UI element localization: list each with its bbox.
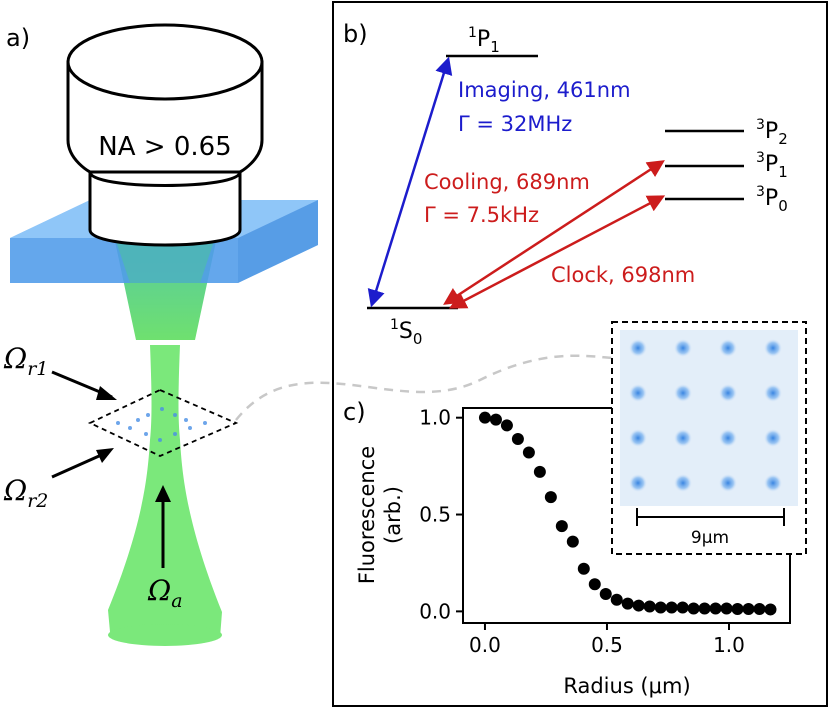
data-series: [478, 411, 777, 616]
y-axis-label-line1: Fluorescence: [355, 446, 379, 584]
label-3P0: 3P0: [756, 184, 788, 215]
objective-lens: [66, 23, 264, 247]
clock-transition-arrow: [448, 195, 666, 309]
data-point: [753, 603, 766, 616]
inset-spot: [760, 335, 786, 361]
y-tick-label: 0.5: [419, 503, 451, 527]
panel-c: c) 0.0 0.5 1.0 0.0 0.5 1.0 Radius (μm) Fluore…: [343, 321, 807, 698]
inset-frame: [611, 321, 807, 555]
inset-spot: [715, 425, 741, 451]
atom-plane: [87, 389, 239, 457]
inset-spot: [625, 425, 651, 451]
omega-r2-label: Ωr2: [3, 474, 48, 512]
data-point: [687, 602, 700, 615]
cooling-name: Cooling, 689nm: [424, 170, 590, 194]
data-point: [533, 465, 546, 478]
data-point: [709, 602, 722, 615]
x-axis-label: Radius (μm): [563, 674, 690, 698]
inset-spot: [625, 380, 651, 406]
data-point: [720, 602, 733, 615]
inset-spot: [625, 335, 651, 361]
data-point: [577, 562, 590, 575]
data-point: [588, 578, 601, 591]
y-axis-label-line2: (arb.): [381, 486, 405, 544]
panel-c-label: c): [343, 398, 366, 426]
data-point: [665, 601, 678, 614]
data-point: [742, 603, 755, 616]
inset-spot: [715, 470, 741, 496]
inset-image: 9μm: [611, 321, 807, 555]
data-point: [654, 601, 667, 614]
inset-spot: [670, 470, 696, 496]
data-point: [566, 535, 579, 548]
data-point: [632, 599, 645, 612]
label-3P2: 3P2: [756, 117, 788, 148]
x-tick-label: 1.0: [713, 633, 745, 657]
label-1P1: 1P1: [468, 25, 500, 56]
panel-b: b) 1P1 1S0 3P2 3P1 3P0 Imaging, 461nm Γ …: [343, 20, 788, 348]
inset-spot: [715, 380, 741, 406]
axis-ticks: 0.0 0.5 1.0 0.0 0.5 1.0: [419, 406, 745, 657]
label-1S0: 1S0: [390, 317, 422, 348]
y-tick-label: 1.0: [419, 406, 451, 430]
x-tick-label: 0.0: [469, 633, 501, 657]
data-point: [621, 597, 634, 610]
beam-end: [108, 624, 222, 646]
omega-r2-arrow: [51, 450, 109, 479]
cooling-gamma: Γ = 7.5kHz: [424, 203, 539, 227]
imaging-transition-arrow: [367, 56, 453, 308]
imaging-gamma: Γ = 32MHz: [458, 112, 572, 136]
panel-a-label: a): [6, 24, 30, 52]
label-3P1: 3P1: [756, 150, 788, 181]
inset-spot: [670, 425, 696, 451]
data-point: [599, 587, 612, 600]
data-point: [610, 593, 623, 606]
inset-spot: [715, 335, 741, 361]
inset-spot-grid: [625, 335, 786, 496]
data-point: [764, 603, 777, 616]
omega-a-arrowhead: [155, 485, 171, 502]
data-point: [698, 602, 711, 615]
omega-r1-label: Ωr1: [3, 342, 48, 380]
data-point: [522, 446, 535, 459]
data-point: [511, 432, 524, 445]
clock-name: Clock, 698nm: [551, 263, 695, 287]
inset-spot: [670, 335, 696, 361]
omega-r1-arrowhead: [96, 386, 117, 400]
data-point: [478, 411, 491, 424]
imaging-name: Imaging, 461nm: [458, 78, 631, 102]
y-tick-label: 0.0: [419, 599, 451, 623]
inset-spot: [760, 425, 786, 451]
inset-spot: [760, 380, 786, 406]
data-point: [731, 603, 744, 616]
data-point: [676, 601, 689, 614]
x-tick-label: 0.5: [591, 633, 623, 657]
inset-spot: [760, 470, 786, 496]
panel-b-label: b): [343, 20, 368, 48]
omega-r2-arrowhead: [96, 448, 114, 463]
data-point: [500, 419, 513, 432]
connector-line: [235, 354, 613, 421]
data-point: [544, 491, 557, 504]
panel-a: a) NA > 0.65: [3, 23, 613, 646]
objective-label: NA > 0.65: [98, 132, 231, 162]
data-point: [489, 413, 502, 426]
data-point: [555, 520, 568, 533]
omega-a-label: Ωa: [147, 574, 183, 612]
data-point: [643, 600, 656, 613]
inset-spot: [670, 380, 696, 406]
scalebar-label: 9μm: [691, 528, 729, 548]
panel-bc-frame: [332, 1, 828, 707]
inset-spot: [625, 470, 651, 496]
